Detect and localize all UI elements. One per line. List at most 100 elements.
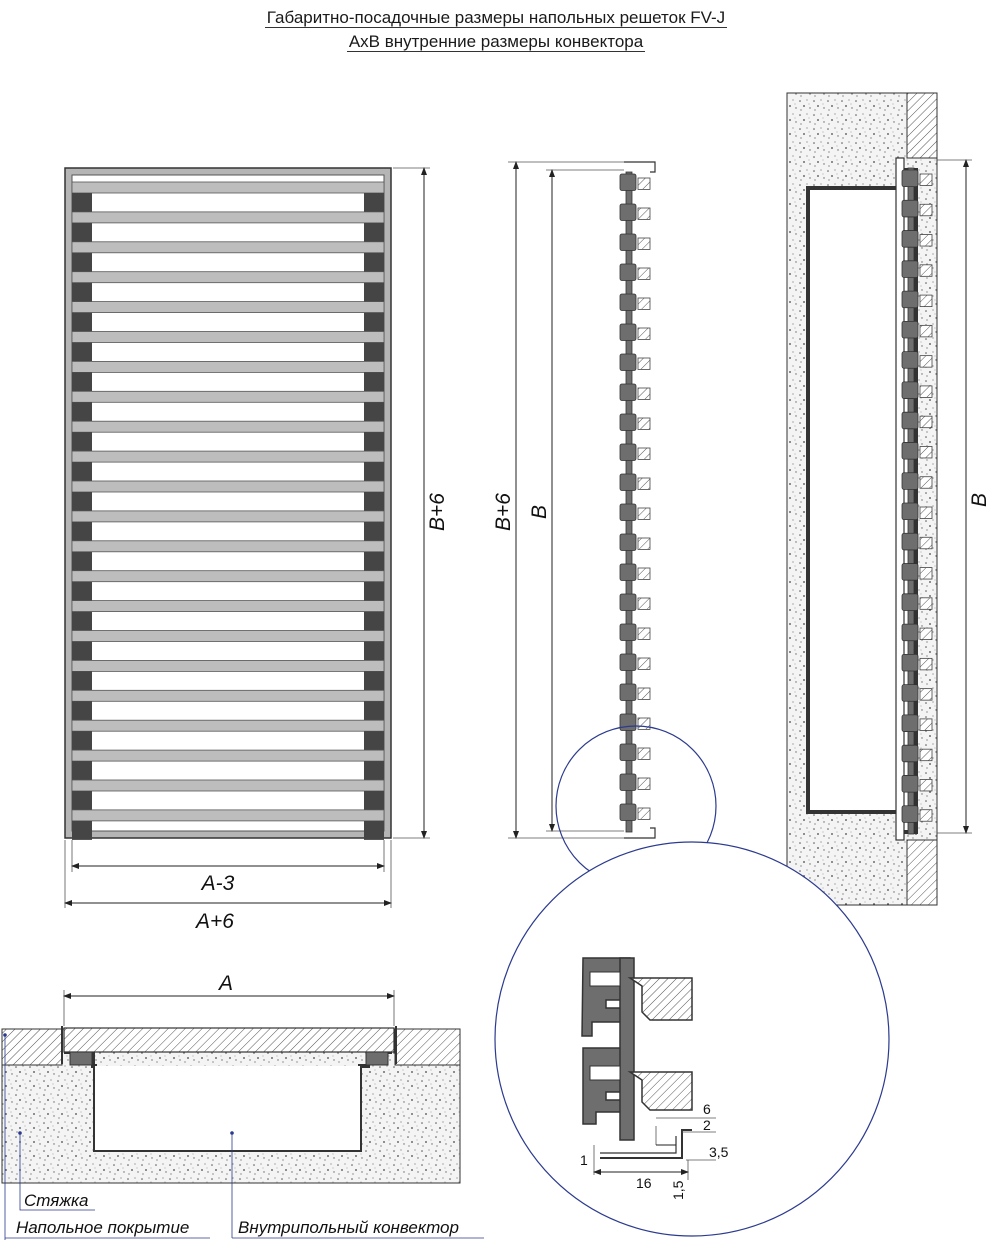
profile-tooth [619, 533, 637, 551]
slat-end [637, 657, 651, 670]
profile-tooth [901, 230, 919, 248]
dimension-a-cross: A [217, 972, 233, 995]
support-left [72, 761, 92, 781]
slat-end [637, 237, 651, 250]
support-left [72, 193, 92, 212]
support-left [72, 252, 92, 272]
profile-tooth [619, 473, 637, 491]
profile-tooth [901, 532, 919, 551]
support-left [72, 641, 92, 661]
grille-slat [71, 719, 385, 732]
profile-tooth [901, 442, 919, 460]
grille-slat [71, 450, 385, 463]
grille-slat [71, 749, 385, 762]
detail-dim-16: 16 [636, 1175, 652, 1191]
support-right [364, 252, 384, 272]
profile-tooth [901, 290, 919, 309]
detail-dim-3-5: 3,5 [709, 1144, 729, 1160]
profile-tooth [901, 351, 919, 369]
slat-end [919, 779, 933, 792]
grille-slat [71, 390, 385, 403]
slat-end [919, 294, 933, 307]
support-left [72, 492, 92, 511]
profile-tooth [619, 203, 637, 221]
side-view: B+6 B [492, 161, 717, 887]
support-right [364, 791, 384, 810]
support-left [72, 372, 92, 392]
slat-end [637, 477, 651, 490]
slat-end [637, 357, 651, 370]
slat-end [919, 688, 933, 701]
slat-end [637, 297, 651, 310]
grille-cross-section [63, 1027, 395, 1053]
support-left [72, 701, 92, 721]
support-right [364, 671, 384, 691]
slat-end [637, 627, 651, 640]
slat-end [919, 355, 933, 368]
floor-covering-top [906, 92, 938, 159]
profile-tooth [619, 713, 637, 731]
profile-tooth [901, 502, 919, 521]
profile-tooth [901, 623, 919, 642]
front-view [64, 167, 392, 840]
slat-end [919, 324, 933, 338]
slat-end [637, 177, 651, 190]
slat-end [637, 447, 651, 460]
slat-end [637, 687, 651, 700]
profile-tooth [901, 744, 919, 763]
support-right [364, 641, 384, 661]
support-left [72, 671, 92, 691]
slat-end [919, 385, 933, 398]
grille-slat [71, 360, 385, 373]
support-right [364, 731, 384, 751]
support-right [364, 820, 384, 840]
slat-end [637, 567, 651, 580]
support-left [72, 611, 92, 631]
slat-end [637, 777, 651, 790]
grille-slat [71, 271, 385, 284]
grille-slat [71, 779, 385, 792]
support-right [364, 222, 384, 242]
slat-end [919, 748, 933, 762]
slat-end [637, 747, 651, 760]
grille-slat [71, 570, 385, 583]
profile-tooth [619, 503, 637, 521]
support-left [72, 462, 92, 482]
slat-end [919, 446, 933, 459]
profile-tooth [619, 233, 637, 251]
grille-slat [71, 540, 385, 553]
profile-tooth [901, 260, 919, 278]
support-left [72, 342, 92, 362]
slat-end [919, 203, 933, 217]
slat-end [919, 234, 933, 247]
profile-tooth [619, 293, 637, 311]
support-left [72, 282, 92, 302]
support-left [72, 402, 92, 422]
front-view-dimensions: A-3 A+6 B+6 [64, 167, 449, 933]
profile-tooth [901, 169, 919, 188]
support-right [364, 432, 384, 452]
profile-tooth [619, 683, 637, 701]
support-right [364, 551, 384, 571]
side-profile-teeth [619, 171, 651, 833]
support-left [72, 222, 92, 242]
label-floor-covering: Напольное покрытие [16, 1218, 189, 1237]
support-right [364, 312, 384, 332]
profile-tooth [901, 684, 919, 702]
profile-tooth [619, 413, 637, 431]
grille-slat [71, 480, 385, 493]
slat-end [919, 476, 933, 489]
slat-end [919, 657, 933, 671]
slat-end [637, 267, 651, 280]
profile-tooth [901, 411, 919, 430]
slat-end [637, 207, 651, 220]
slat-end [637, 327, 651, 340]
profile-tooth [901, 775, 919, 793]
profile-tooth [901, 320, 919, 339]
profile-tooth [619, 653, 637, 671]
support-right [364, 372, 384, 392]
support-right [364, 611, 384, 631]
slat-end [919, 536, 933, 550]
support-right [364, 342, 384, 362]
